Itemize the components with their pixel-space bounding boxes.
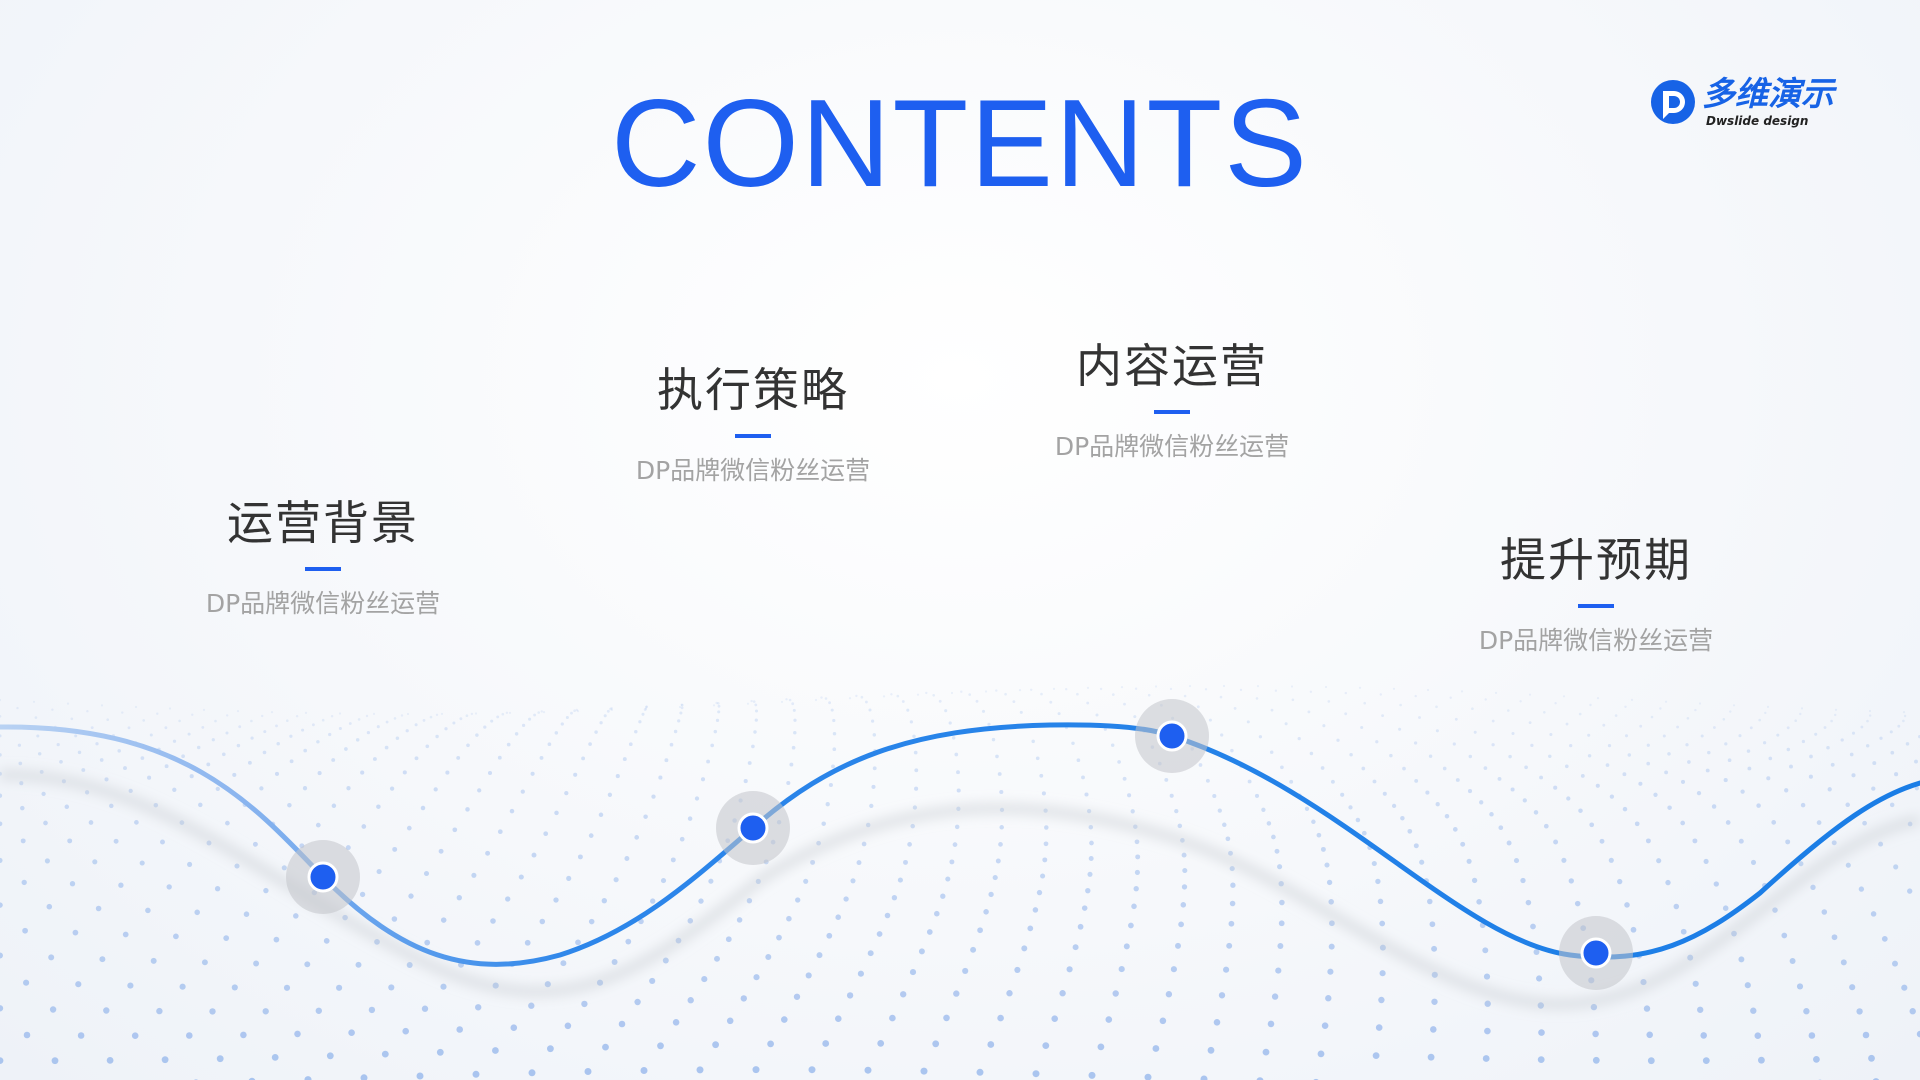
item-subtitle: DP品牌微信粉丝运营 (1054, 432, 1290, 461)
logo-name: 多维演示 (1702, 74, 1834, 113)
item-underline (1578, 604, 1614, 608)
item-underline (305, 567, 341, 571)
contents-item-4: 提升预期 DP品牌微信粉丝运营 (1436, 532, 1756, 656)
wave-line (0, 722, 1920, 967)
item-subtitle: DP品牌微信粉丝运营 (635, 456, 871, 485)
page-title: CONTENTS (611, 75, 1309, 213)
logo-tagline: Dwslide design (1706, 114, 1809, 128)
contents-item-3: 内容运营 DP品牌微信粉丝运营 (1012, 338, 1332, 462)
contents-item-1: 运营背景 DP品牌微信粉丝运营 (163, 495, 483, 619)
item-title: 提升预期 (1500, 533, 1692, 587)
item-subtitle: DP品牌微信粉丝运营 (1478, 626, 1714, 655)
item-title: 执行策略 (657, 363, 849, 417)
dp-logo-icon (1651, 80, 1695, 124)
brand-logo: 多维演示 Dwslide design (1650, 76, 1850, 130)
item-title: 内容运营 (1076, 339, 1268, 393)
item-underline (1154, 410, 1190, 414)
timeline-node-3 (1135, 699, 1209, 773)
timeline-node-1 (286, 840, 360, 914)
timeline-node-2 (716, 791, 790, 865)
item-subtitle: DP品牌微信粉丝运营 (205, 589, 441, 618)
timeline-node-4 (1559, 916, 1633, 990)
item-underline (735, 434, 771, 438)
item-title: 运营背景 (227, 496, 419, 550)
wave-shadow (0, 769, 1920, 1010)
contents-item-2: 执行策略 DP品牌微信粉丝运营 (593, 362, 913, 486)
